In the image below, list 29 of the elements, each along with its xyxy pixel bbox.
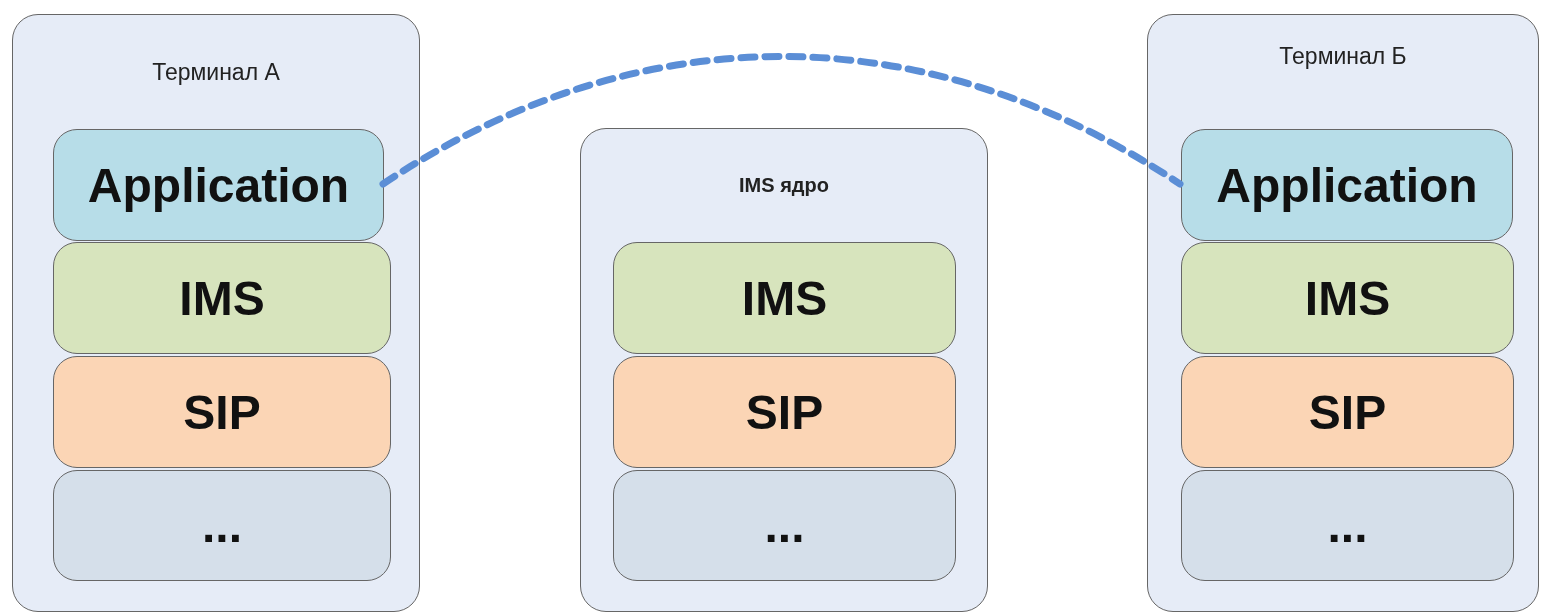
layer-box (1181, 470, 1514, 581)
layer-label: IMS (179, 270, 265, 326)
layer-box (53, 129, 384, 241)
layer-box (1181, 129, 1513, 241)
dashed-connector (379, 53, 1184, 188)
layer-label: Application (1216, 157, 1478, 213)
layer-label: Application (87, 157, 350, 213)
panel-title: Терминал Б (1279, 43, 1407, 70)
layer-box (1181, 356, 1514, 468)
layer-box (53, 356, 391, 468)
layer-label: IMS (741, 270, 828, 326)
layer-box (613, 470, 956, 581)
container-panel (1147, 14, 1539, 612)
layer-label: ... (764, 498, 805, 553)
layer-label: SIP (183, 384, 261, 440)
panel-title: Терминал А (152, 59, 280, 86)
container-panel (580, 128, 988, 612)
layer-label: SIP (1308, 384, 1387, 440)
layer-box (613, 242, 956, 354)
layer-box (1181, 242, 1514, 354)
layer-box (53, 470, 391, 581)
layer-label: ... (202, 498, 242, 553)
layer-label: IMS (1304, 270, 1391, 326)
layer-label: ... (1327, 498, 1368, 553)
container-panel (12, 14, 420, 612)
layer-label: SIP (745, 384, 824, 440)
layer-box (53, 242, 391, 354)
layer-box (613, 356, 956, 468)
panel-title: IMS ядро (739, 174, 829, 197)
